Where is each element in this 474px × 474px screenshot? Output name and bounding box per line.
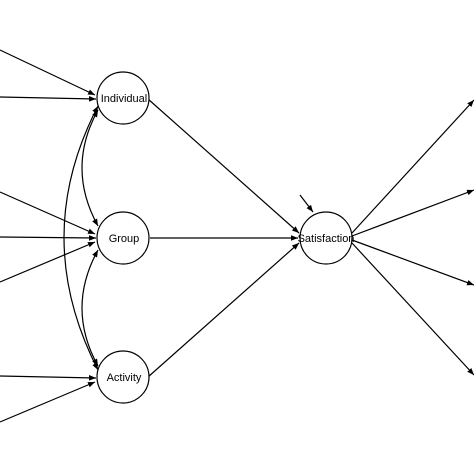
arrow-satisfaction-to-indicator-3	[351, 239, 474, 286]
arrow-disturbance-to-satisfaction	[299, 194, 314, 213]
node-group: Group	[96, 211, 150, 265]
path-activity-to-satisfaction	[147, 242, 300, 378]
node-group-label: Group	[109, 233, 140, 245]
node-group-circle	[96, 211, 150, 265]
arrow-indicator-to-individual-1	[0, 49, 96, 96]
node-individual-label: Individual	[101, 93, 147, 105]
arrow-indicator-to-group-1	[0, 191, 96, 235]
arrow-indicator-to-activity-1	[0, 375, 97, 381]
node-satisfaction-circle	[299, 211, 353, 265]
arrow-indicator-to-individual-2	[0, 96, 97, 102]
node-satisfaction: Satisfaction	[298, 211, 355, 265]
arrow-indicator-to-group-3	[0, 241, 96, 283]
node-individual-circle	[96, 71, 150, 125]
node-satisfaction-label: Satisfaction	[298, 233, 355, 245]
arrow-satisfaction-to-indicator-4	[351, 242, 474, 376]
node-activity-circle	[96, 350, 150, 404]
arrow-indicator-to-group-2	[0, 235, 97, 241]
node-activity-label: Activity	[107, 372, 142, 384]
node-individual: Individual	[96, 71, 150, 125]
arrow-indicator-to-activity-2	[0, 381, 96, 423]
covariance-individual-group	[81, 109, 99, 227]
path-individual-to-satisfaction	[147, 98, 300, 234]
arrow-satisfaction-to-indicator-1	[351, 99, 474, 234]
arrow-satisfaction-to-indicator-2	[351, 189, 474, 237]
covariance-individual-activity	[63, 105, 99, 371]
node-activity: Activity	[96, 350, 150, 404]
covariance-group-activity	[81, 249, 99, 367]
